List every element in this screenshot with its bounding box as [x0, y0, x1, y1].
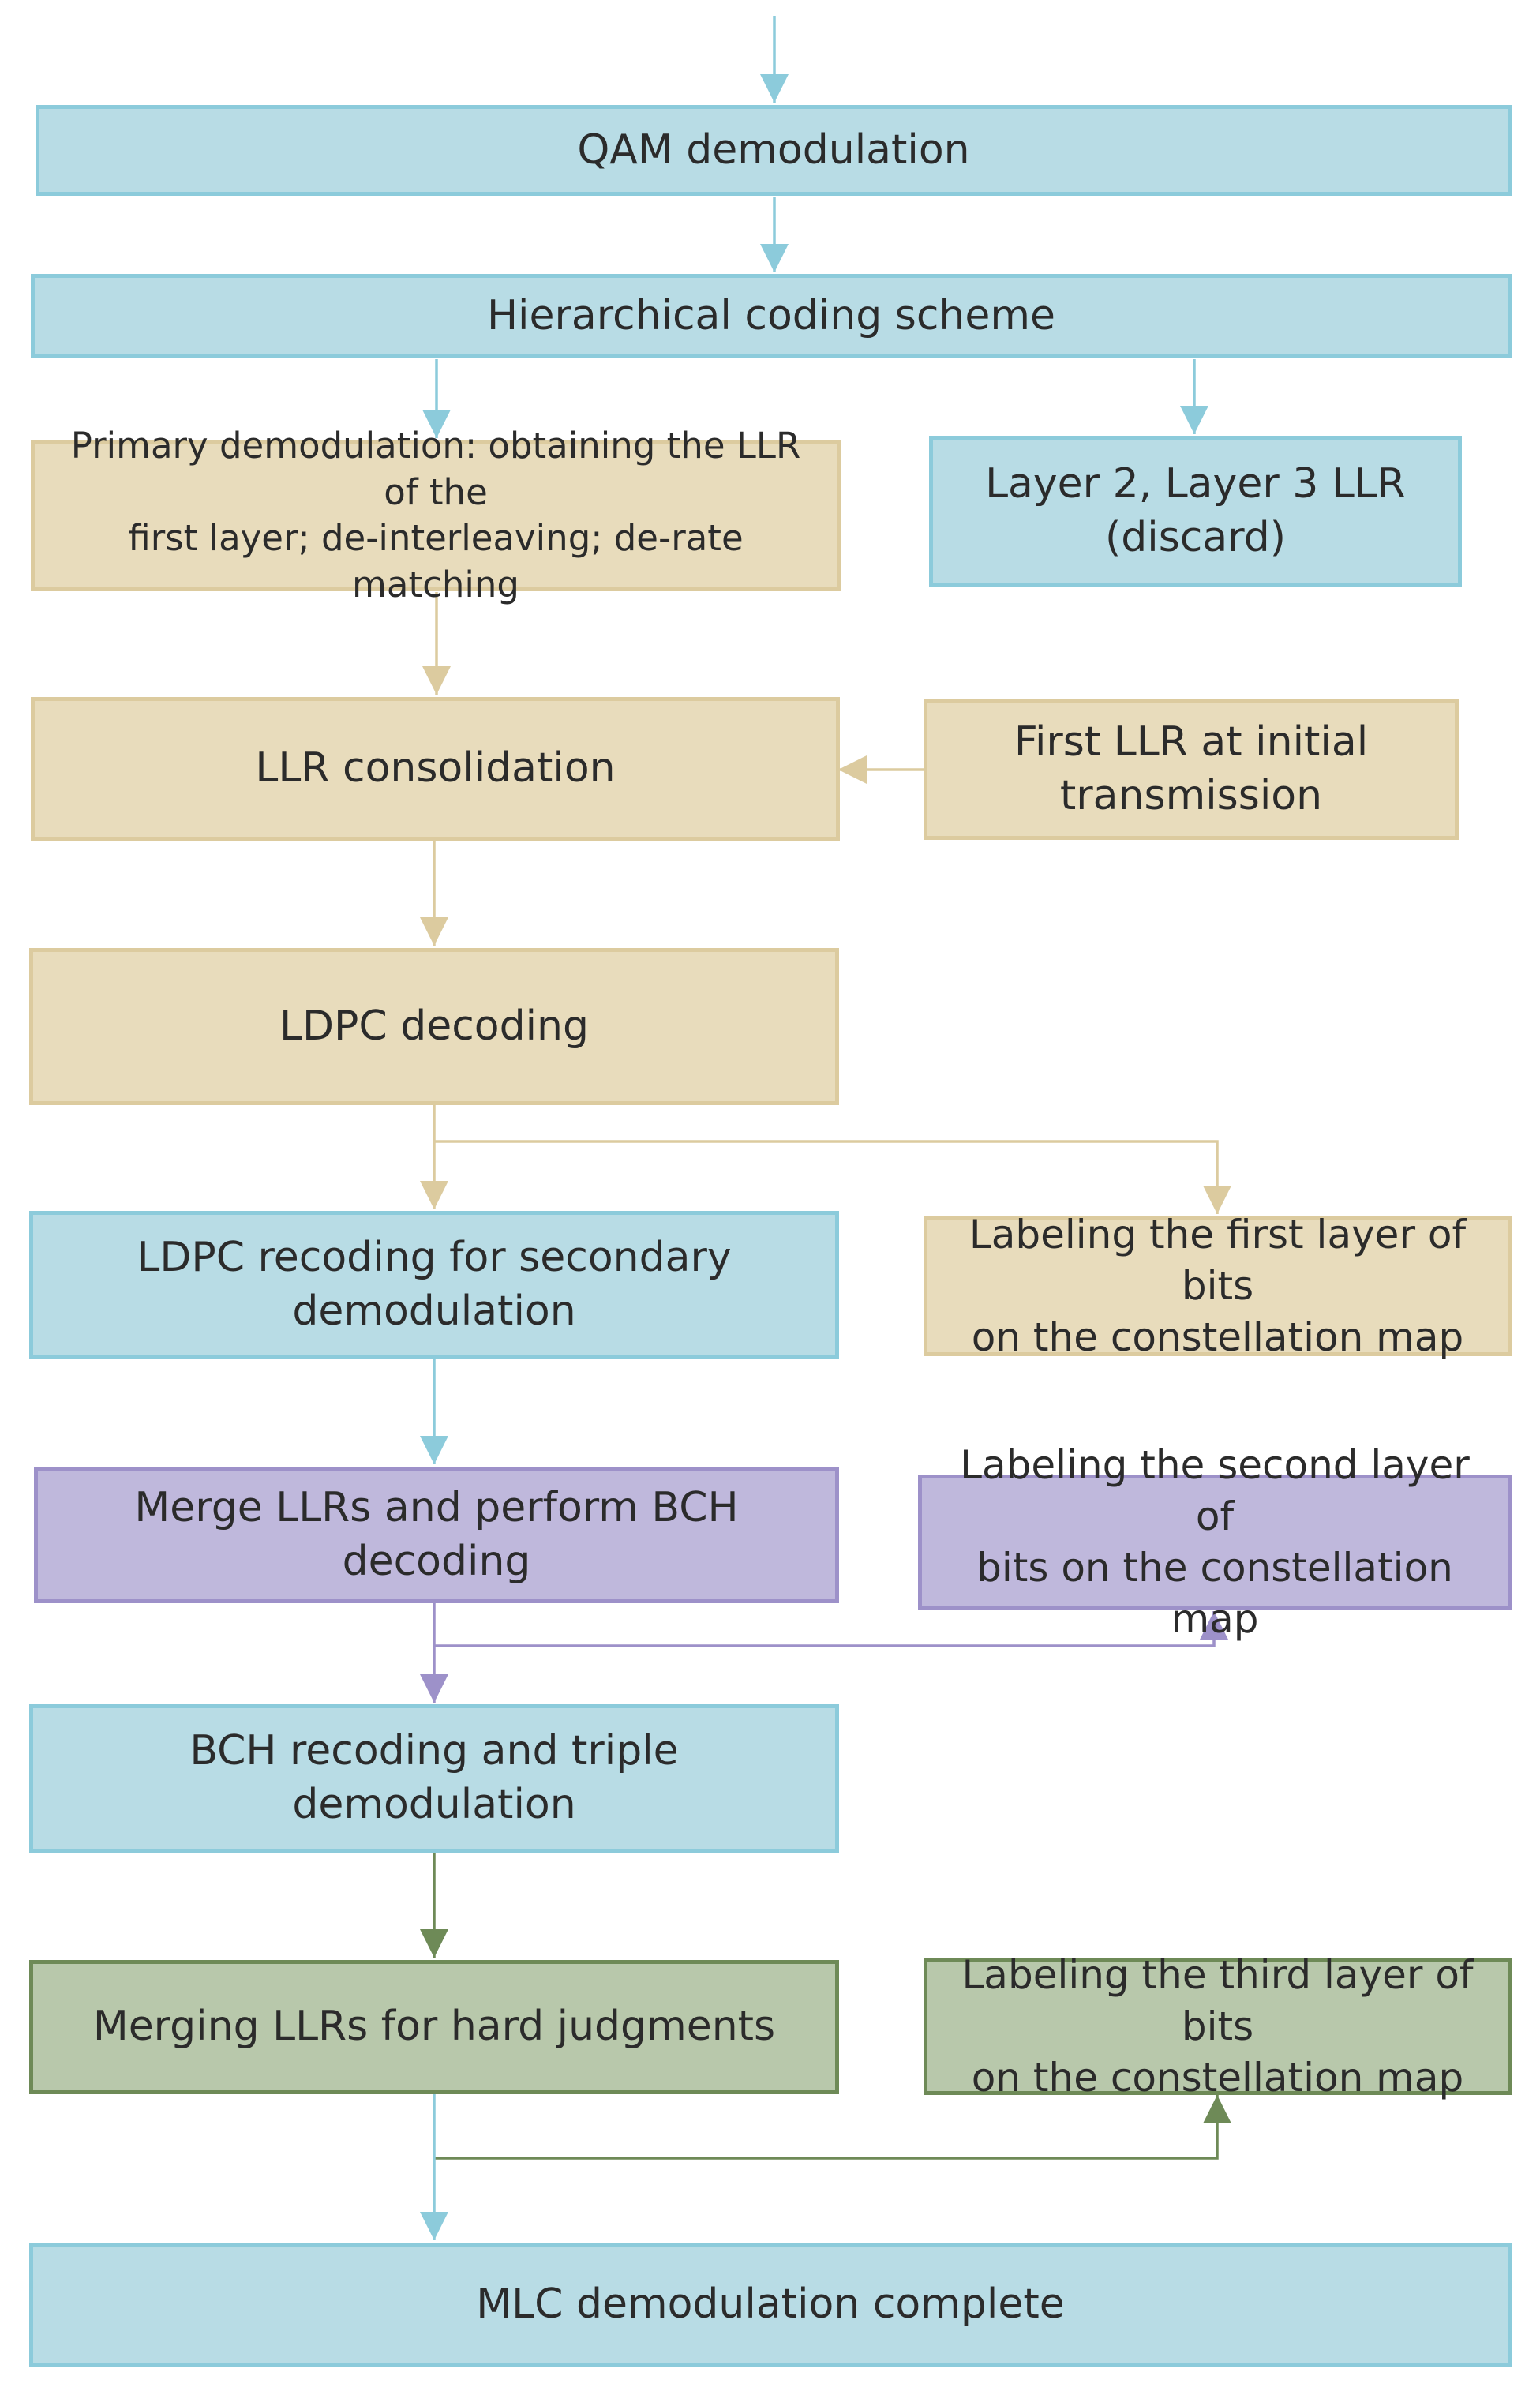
node-bch-recoding: BCH recoding and triple demodulation [29, 1704, 839, 1853]
node-primary-demodulation: Primary demodulation: obtaining the LLR … [31, 425, 841, 605]
node-first-llr-initial-transmission: First LLR at initial transmission [924, 699, 1459, 840]
arrow-hard-to-third-layer [434, 2095, 1231, 2160]
arrow-merge-bch-to-second-layer [434, 1611, 1228, 1647]
node-merge-llrs-bch: Merge LLRs and perform BCH decoding [34, 1467, 839, 1603]
node-ldpc-recoding: LDPC recoding for secondary demodulation [29, 1211, 839, 1359]
node-labeling-first-layer: Labeling the first layer of bits on the … [924, 1212, 1512, 1360]
node-layer-2-3-llr: Layer 2, Layer 3 LLR (discard) [929, 436, 1462, 587]
node-hierarchical-coding-scheme: Hierarchical coding scheme [31, 274, 1512, 358]
arrow-ldpc-to-first-layer [434, 1140, 1231, 1214]
node-mlc-demodulation-complete: MLC demodulation complete [29, 2243, 1512, 2367]
node-qam-demodulation: QAM demodulation [36, 105, 1512, 196]
node-labeling-third-layer: Labeling the third layer of bits on the … [924, 1952, 1512, 2101]
node-merging-llrs-hard: Merging LLRs for hard judgments [29, 1960, 839, 2094]
node-llr-consolidation: LLR consolidation [31, 697, 840, 841]
node-labeling-second-layer: Labeling the second layer of bits on the… [918, 1442, 1512, 1642]
node-ldpc-decoding: LDPC decoding [29, 948, 839, 1105]
